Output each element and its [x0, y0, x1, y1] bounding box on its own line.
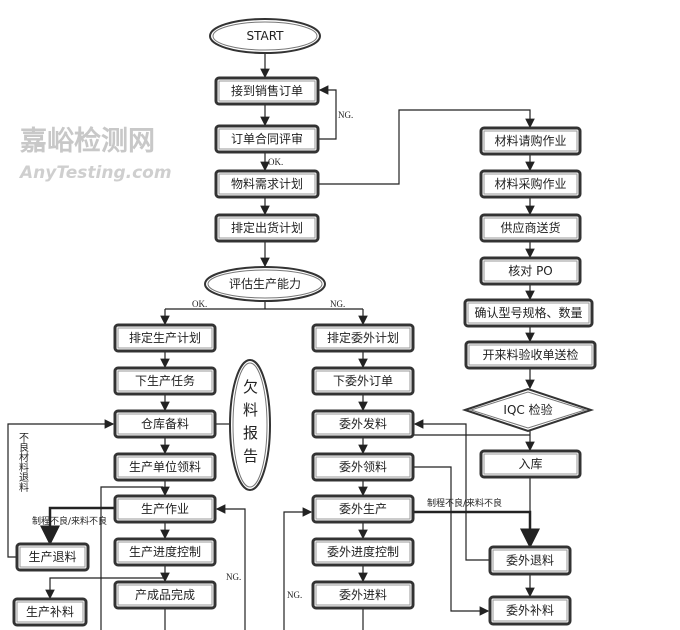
label-ok: OK. — [192, 299, 207, 309]
process-purchase-0: 材料请购作业 — [479, 126, 582, 156]
process-purchase-4: 确认型号规格、数量 — [463, 298, 594, 328]
process-production-1: 下生产任务 — [113, 366, 217, 396]
shortage-report-node: 欠料报告 — [229, 359, 271, 491]
process-production-2-label: 仓库备料 — [141, 416, 189, 431]
process-outsource-6-label: 委外进料 — [339, 588, 387, 602]
process-production-1-label: 下生产任务 — [135, 373, 195, 388]
watermark-url: AnyTesting.com — [18, 163, 172, 183]
process-purchase-3-label: 核对 PO — [508, 264, 553, 278]
label-ng: NG. — [330, 299, 345, 309]
start-node-label: START — [246, 29, 284, 43]
watermark: 嘉峪检测网 — [20, 125, 155, 157]
process-main-0: 接到销售订单 — [214, 76, 320, 106]
label-ng: NG. — [226, 572, 241, 582]
process-purchase-0-label: 材料请购作业 — [494, 133, 566, 148]
process-production-3: 生产单位领料 — [113, 452, 217, 482]
process-outsource-6: 委外进料 — [311, 580, 415, 610]
process-production-2: 仓库备料 — [113, 409, 217, 439]
process-production-6: 产成品完成 — [113, 580, 217, 610]
process-main-3: 排定出货计划 — [214, 213, 320, 243]
label-ok: OK. — [268, 157, 283, 167]
process-purchase-2-label: 供应商送货 — [500, 220, 560, 235]
label-ng: NG. — [338, 110, 353, 120]
process-production-6-label: 产成品完成 — [135, 587, 195, 602]
start-node: START — [209, 18, 321, 54]
process-production-4-label: 生产作业 — [141, 502, 189, 516]
process-purchase-5: 开来料验收单送检 — [464, 340, 597, 370]
process-main-2-label: 物料需求计划 — [231, 177, 303, 191]
process-main-3-label: 排定出货计划 — [231, 220, 303, 235]
process-outsource-0-label: 排定委外计划 — [327, 330, 399, 345]
process-outsource-5: 委外进度控制 — [311, 537, 415, 567]
process-outsource-3: 委外领料 — [311, 452, 415, 482]
process-purchase-2: 供应商送货 — [479, 213, 582, 243]
process-production-5-label: 生产进度控制 — [129, 544, 201, 559]
label-return-material: 不良材料退料 — [17, 432, 29, 493]
process-main-1: 订单合同评审 — [214, 124, 320, 154]
process-production-3-label: 生产单位领料 — [129, 459, 201, 474]
process-outsource-3-label: 委外领料 — [339, 460, 387, 474]
process-outsource-2-label: 委外发料 — [339, 416, 387, 431]
process-production-replenish-label: 生产补料 — [26, 605, 74, 619]
label-ng: NG. — [287, 590, 302, 600]
process-main-2: 物料需求计划 — [214, 169, 320, 199]
decision-iqc-label: IQC 检验 — [503, 402, 552, 417]
process-main-0-label: 接到销售订单 — [231, 83, 303, 98]
connectors — [7, 53, 540, 630]
process-production-return-label: 生产退料 — [28, 550, 76, 564]
process-production-5: 生产进度控制 — [113, 537, 217, 567]
process-outsource-replenish: 委外补料 — [488, 595, 572, 626]
decision-iqc: IQC 检验 — [461, 387, 595, 433]
process-outsource-return-label: 委外退料 — [506, 554, 554, 568]
process-outsource-4-label: 委外生产 — [339, 502, 387, 516]
label-defect: 制程不良/来料不良 — [32, 515, 107, 527]
process-production-return: 生产退料 — [15, 542, 90, 572]
process-purchase-1-label: 材料采购作业 — [494, 176, 566, 191]
process-outsource-5-label: 委外进度控制 — [327, 544, 399, 559]
process-purchase-4-label: 确认型号规格、数量 — [474, 305, 582, 320]
process-outsource-1-label: 下委外订单 — [333, 374, 393, 388]
decision-assess-capacity: 评估生产能力 — [204, 266, 326, 302]
process-production-replenish: 生产补料 — [12, 597, 88, 627]
process-purchase-1: 材料采购作业 — [479, 169, 582, 199]
process-production-0: 排定生产计划 — [113, 323, 217, 353]
process-outsource-return: 委外退料 — [488, 545, 572, 576]
shortage-report-node-label: 欠料报告 — [241, 379, 259, 471]
process-stock-in-label: 入库 — [518, 456, 542, 471]
process-production-4: 生产作业 — [113, 494, 217, 524]
label-defect: 制程不良/来料不良 — [427, 497, 502, 509]
process-outsource-0: 排定委外计划 — [311, 323, 415, 353]
process-outsource-2: 委外发料 — [311, 409, 415, 439]
process-purchase-3: 核对 PO — [479, 256, 582, 286]
process-outsource-replenish-label: 委外补料 — [506, 604, 554, 618]
process-purchase-5-label: 开来料验收单送检 — [482, 347, 578, 362]
process-outsource-4: 委外生产 — [311, 494, 415, 524]
process-production-0-label: 排定生产计划 — [129, 330, 201, 345]
process-stock-in: 入库 — [479, 449, 582, 479]
decision-assess-capacity-label: 评估生产能力 — [229, 277, 301, 291]
process-main-1-label: 订单合同评审 — [231, 131, 303, 146]
process-outsource-1: 下委外订单 — [311, 366, 415, 396]
